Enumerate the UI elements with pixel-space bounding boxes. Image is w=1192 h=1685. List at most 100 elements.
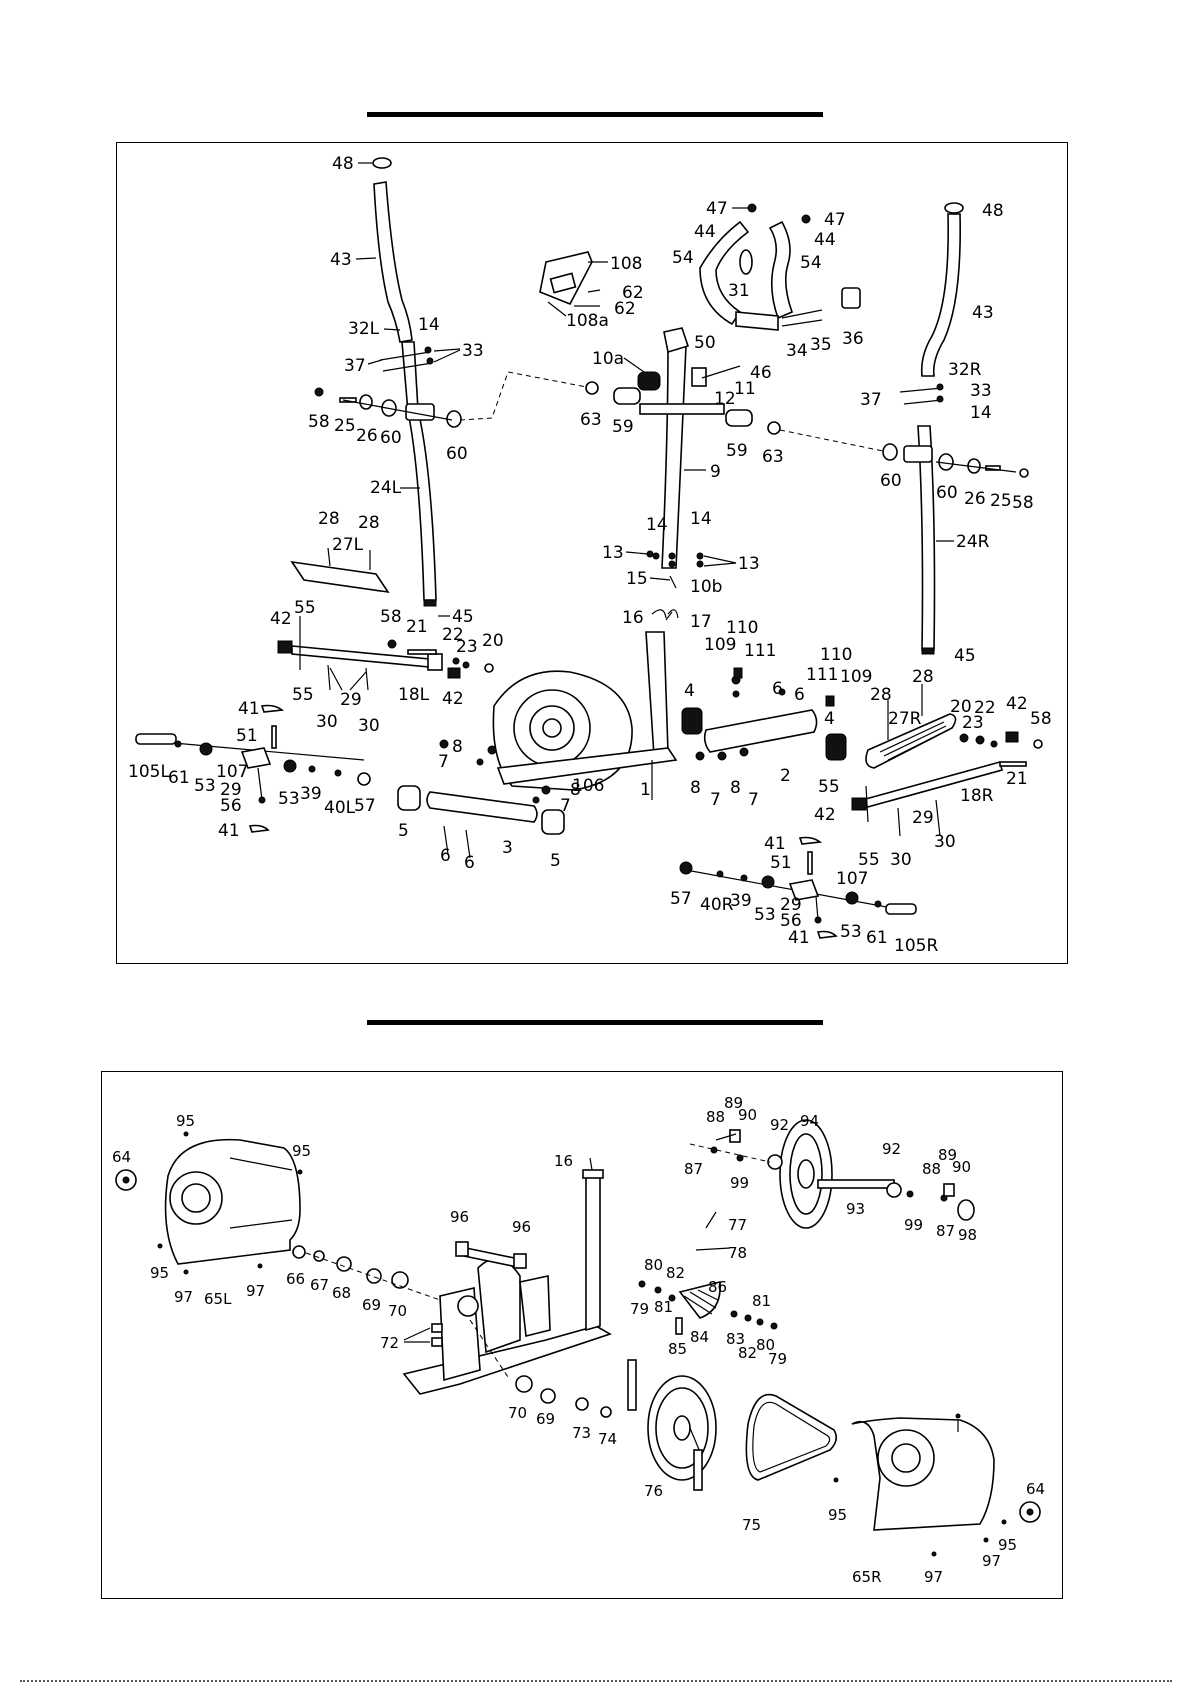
label-48b: 48	[982, 201, 1004, 221]
label-39a: 39	[300, 784, 322, 804]
label-109a: 109	[704, 635, 736, 655]
end-cap-5-left	[397, 785, 421, 811]
label-56b: 56	[780, 911, 802, 931]
label-22b: 22	[974, 698, 996, 718]
label-55d: 55	[858, 850, 880, 870]
label-33a: 33	[462, 341, 484, 361]
label-32L: 32L	[348, 319, 380, 339]
label-45a: 45	[452, 607, 474, 627]
washer-74	[600, 1406, 612, 1418]
label-m95a: 95	[176, 1112, 195, 1130]
label-27R: 27R	[888, 709, 922, 729]
label-25b: 25	[990, 491, 1012, 511]
label-43b: 43	[972, 303, 994, 323]
label-29a: 29	[340, 690, 362, 710]
label-43a: 43	[330, 250, 352, 270]
console-bracket	[663, 327, 690, 354]
label-59b: 59	[726, 441, 748, 461]
label-61b: 61	[866, 928, 888, 948]
label-m72: 72	[380, 1334, 399, 1352]
label-6c: 6	[440, 846, 451, 866]
label-41c: 41	[764, 834, 786, 854]
page-bottom-border	[20, 1680, 1172, 1682]
frame-base-1	[496, 747, 678, 785]
washer-57-right	[679, 861, 693, 875]
label-14c: 14	[690, 509, 712, 529]
middle-rule	[367, 1020, 823, 1025]
label-22a: 22	[442, 625, 464, 645]
label-108: 108	[610, 254, 642, 274]
washer-67	[313, 1250, 325, 1262]
label-28d: 28	[912, 667, 934, 687]
label-27L: 27L	[332, 535, 364, 555]
label-11: 11	[734, 379, 756, 399]
crank-107-left	[240, 747, 272, 769]
label-109b: 109	[840, 667, 872, 687]
pivot-sleeve-59-right	[725, 409, 753, 427]
pivot-sleeve-59-left	[613, 387, 641, 405]
brake-assembly-86	[678, 1280, 721, 1319]
label-m95d: 95	[828, 1506, 847, 1524]
label-8a: 8	[690, 778, 701, 798]
label-29d: 29	[780, 895, 802, 915]
label-24L: 24L	[370, 478, 402, 498]
washer-73	[575, 1397, 589, 1411]
top-rule	[367, 112, 823, 117]
label-m99a: 99	[730, 1174, 749, 1192]
crank-arm	[627, 1359, 637, 1411]
label-111a: 111	[744, 641, 776, 661]
label-58a: 58	[308, 412, 330, 432]
label-30a: 30	[316, 712, 338, 732]
label-m97c: 97	[924, 1568, 943, 1586]
label-37b: 37	[860, 390, 882, 410]
label-10b: 10b	[690, 577, 722, 597]
label-53a: 53	[194, 776, 216, 796]
label-63b: 63	[762, 447, 784, 467]
label-7c: 7	[438, 752, 449, 772]
label-12: 12	[714, 389, 736, 409]
label-42d: 42	[814, 805, 836, 825]
label-30c: 30	[890, 850, 912, 870]
label-40R: 40R	[700, 895, 734, 915]
bracket-89-left	[729, 1129, 741, 1143]
label-m64a: 64	[112, 1148, 131, 1166]
end-cap-48-left	[372, 157, 392, 169]
label-20a: 20	[482, 631, 504, 651]
handlebar-44-right	[768, 220, 794, 320]
label-m90a: 90	[738, 1106, 757, 1124]
label-m70b: 70	[508, 1404, 527, 1422]
label-46: 46	[750, 363, 772, 383]
label-6b: 6	[794, 685, 805, 705]
spring-42-left	[447, 667, 461, 679]
label-m73: 73	[572, 1424, 591, 1442]
washer-57-left	[357, 772, 371, 786]
foot-cap-45-right	[921, 647, 935, 655]
end-cap-47-right	[801, 214, 811, 224]
label-24R: 24R	[956, 532, 990, 552]
bearing-53-left	[199, 742, 213, 756]
left-handlebar-43	[373, 181, 413, 343]
label-m96a: 96	[450, 1208, 469, 1226]
label-13b: 13	[738, 554, 760, 574]
brake-bolt-85	[675, 1317, 683, 1335]
label-m85: 85	[668, 1340, 687, 1358]
label-m90b: 90	[952, 1158, 971, 1176]
label-47b: 47	[824, 210, 846, 230]
label-107a: 107	[216, 762, 248, 782]
washer-68	[336, 1256, 352, 1272]
lower-part-labels: 95 64 95 95 97 65L 97 66 67 68 69 70 96 …	[112, 1094, 1045, 1586]
bracket-36	[841, 287, 861, 309]
label-m97a: 97	[174, 1288, 193, 1306]
label-54a: 54	[672, 248, 694, 268]
label-m95b: 95	[292, 1142, 311, 1160]
label-m92b: 92	[882, 1140, 901, 1158]
label-51b: 51	[770, 853, 792, 873]
label-m92a: 92	[770, 1116, 789, 1134]
label-53d: 53	[840, 922, 862, 942]
label-55b: 55	[292, 685, 314, 705]
label-15: 15	[626, 569, 648, 589]
label-107b: 107	[836, 869, 868, 889]
pivot-sleeve-right	[903, 445, 933, 463]
label-21a: 21	[406, 617, 428, 637]
